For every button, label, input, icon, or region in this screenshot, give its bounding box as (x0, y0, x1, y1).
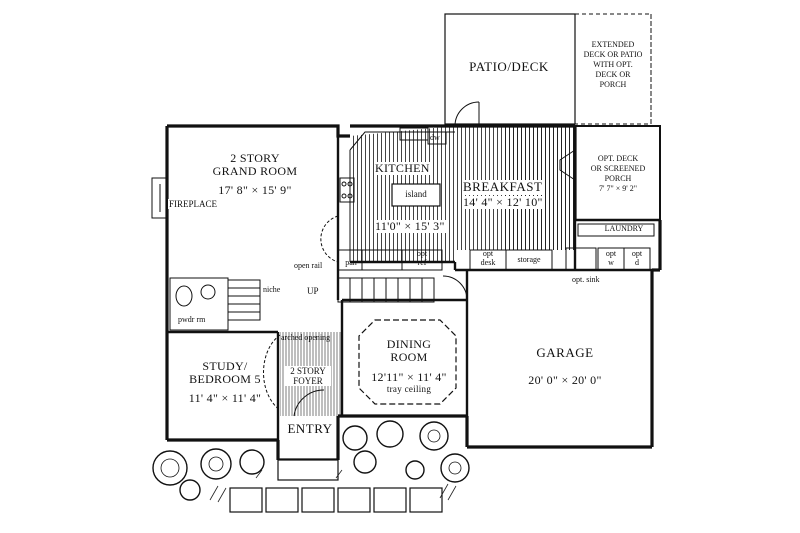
dining-line2: ROOM (390, 350, 428, 365)
fixtures-and-counters (151, 101, 655, 417)
extended-deck-label: EXTENDED DECK OR PATIO WITH OPT. DECK OR… (577, 40, 649, 90)
patio-deck-label: PATIO/DECK (469, 59, 549, 74)
extended-deck-line2: DECK OR PATIO (583, 50, 643, 59)
open-rail-label: open rail (294, 261, 323, 270)
entry-walk (229, 459, 443, 513)
dw-label: dw (430, 133, 440, 142)
extended-deck-line4: DECK OR (595, 70, 631, 79)
study-dims: 11' 4" × 11' 4" (188, 390, 262, 405)
grand-room-dims: 17' 8" × 15' 9" (218, 182, 292, 197)
opt-desk-line2: desk (480, 257, 496, 267)
pan-label: pan (345, 258, 357, 267)
island-label: island (405, 189, 427, 199)
grand-room-line2: GRAND ROOM (212, 164, 298, 179)
landscape-shrubs (152, 420, 470, 501)
study-label: STUDY/ BEDROOM 5 11' 4" × 11' 4" (180, 359, 270, 405)
foyer-line1: 2 STORY (290, 366, 326, 376)
opt-ref-line2: ref (417, 257, 427, 267)
screened-porch-dims: 7' 7" × 9' 2" (599, 184, 637, 193)
opt-desk-label: opt desk (470, 249, 506, 268)
opt-w-line2: w (608, 257, 614, 267)
dining-room-label: DINING ROOM 12'11" × 11' 4" tray ceiling (362, 337, 456, 395)
up-label: UP (307, 286, 319, 296)
foyer-line2: FOYER (293, 376, 323, 387)
study-line1: STUDY/ (202, 359, 248, 373)
dining-note: tray ceiling (386, 384, 432, 395)
screened-porch-line3: PORCH (604, 174, 632, 183)
kitchen-dims: 11'0" × 15' 3" (374, 219, 446, 234)
grand-room-label: 2 STORY GRAND ROOM 17' 8" × 15' 9" (200, 151, 310, 197)
opt-ref-label: opt ref (402, 249, 442, 268)
opt-d-line1: opt (631, 249, 643, 258)
entry-label: ENTRY (287, 421, 333, 436)
laundry-label: LAUNDRY (604, 224, 644, 233)
breakfast-label: BREAKFAST (462, 179, 544, 195)
extended-deck-line5: PORCH (599, 80, 627, 89)
dining-line1: DINING (386, 337, 432, 351)
arched-opening-label: arched opening (281, 333, 331, 342)
grand-room-line1: 2 STORY (230, 151, 280, 165)
opt-d-label: opt d (624, 249, 650, 268)
pwdr-rm-label: pwdr rm (178, 315, 206, 324)
foyer-label: 2 STORY FOYER (285, 366, 331, 387)
opt-d-line2: d (635, 257, 639, 267)
screened-porch-line2: OR SCREENED (590, 164, 646, 173)
fireplace-label: FIREPLACE (168, 199, 219, 210)
opt-sink-label: opt. sink (572, 275, 600, 284)
breakfast-dims: 14' 4" × 12' 10" (462, 195, 544, 210)
ground-hatch (209, 469, 457, 503)
kitchen-label: KITCHEN (374, 161, 431, 176)
island-counter (391, 183, 441, 207)
screened-porch-line1: OPT. DECK (597, 154, 639, 163)
opt-desk-line1: opt (482, 249, 494, 258)
garage-label: GARAGE (536, 345, 594, 360)
niche-label: niche (263, 285, 281, 294)
opt-w-label: opt w (598, 249, 624, 268)
dining-dims: 12'11" × 11' 4" (371, 369, 447, 384)
extended-deck-line3: WITH OPT. (593, 60, 633, 69)
study-line2: BEDROOM 5 (189, 372, 261, 387)
storage-label: storage (517, 255, 541, 264)
screened-porch-label: OPT. DECK OR SCREENED PORCH 7' 7" × 9' 2… (578, 154, 658, 194)
extended-deck-line1: EXTENDED (591, 40, 635, 49)
opt-ref-line1: opt (416, 249, 428, 258)
patio-deck-area (444, 13, 652, 125)
garage-dims: 20' 0" × 20' 0" (528, 373, 602, 387)
opt-w-line1: opt (605, 249, 617, 258)
